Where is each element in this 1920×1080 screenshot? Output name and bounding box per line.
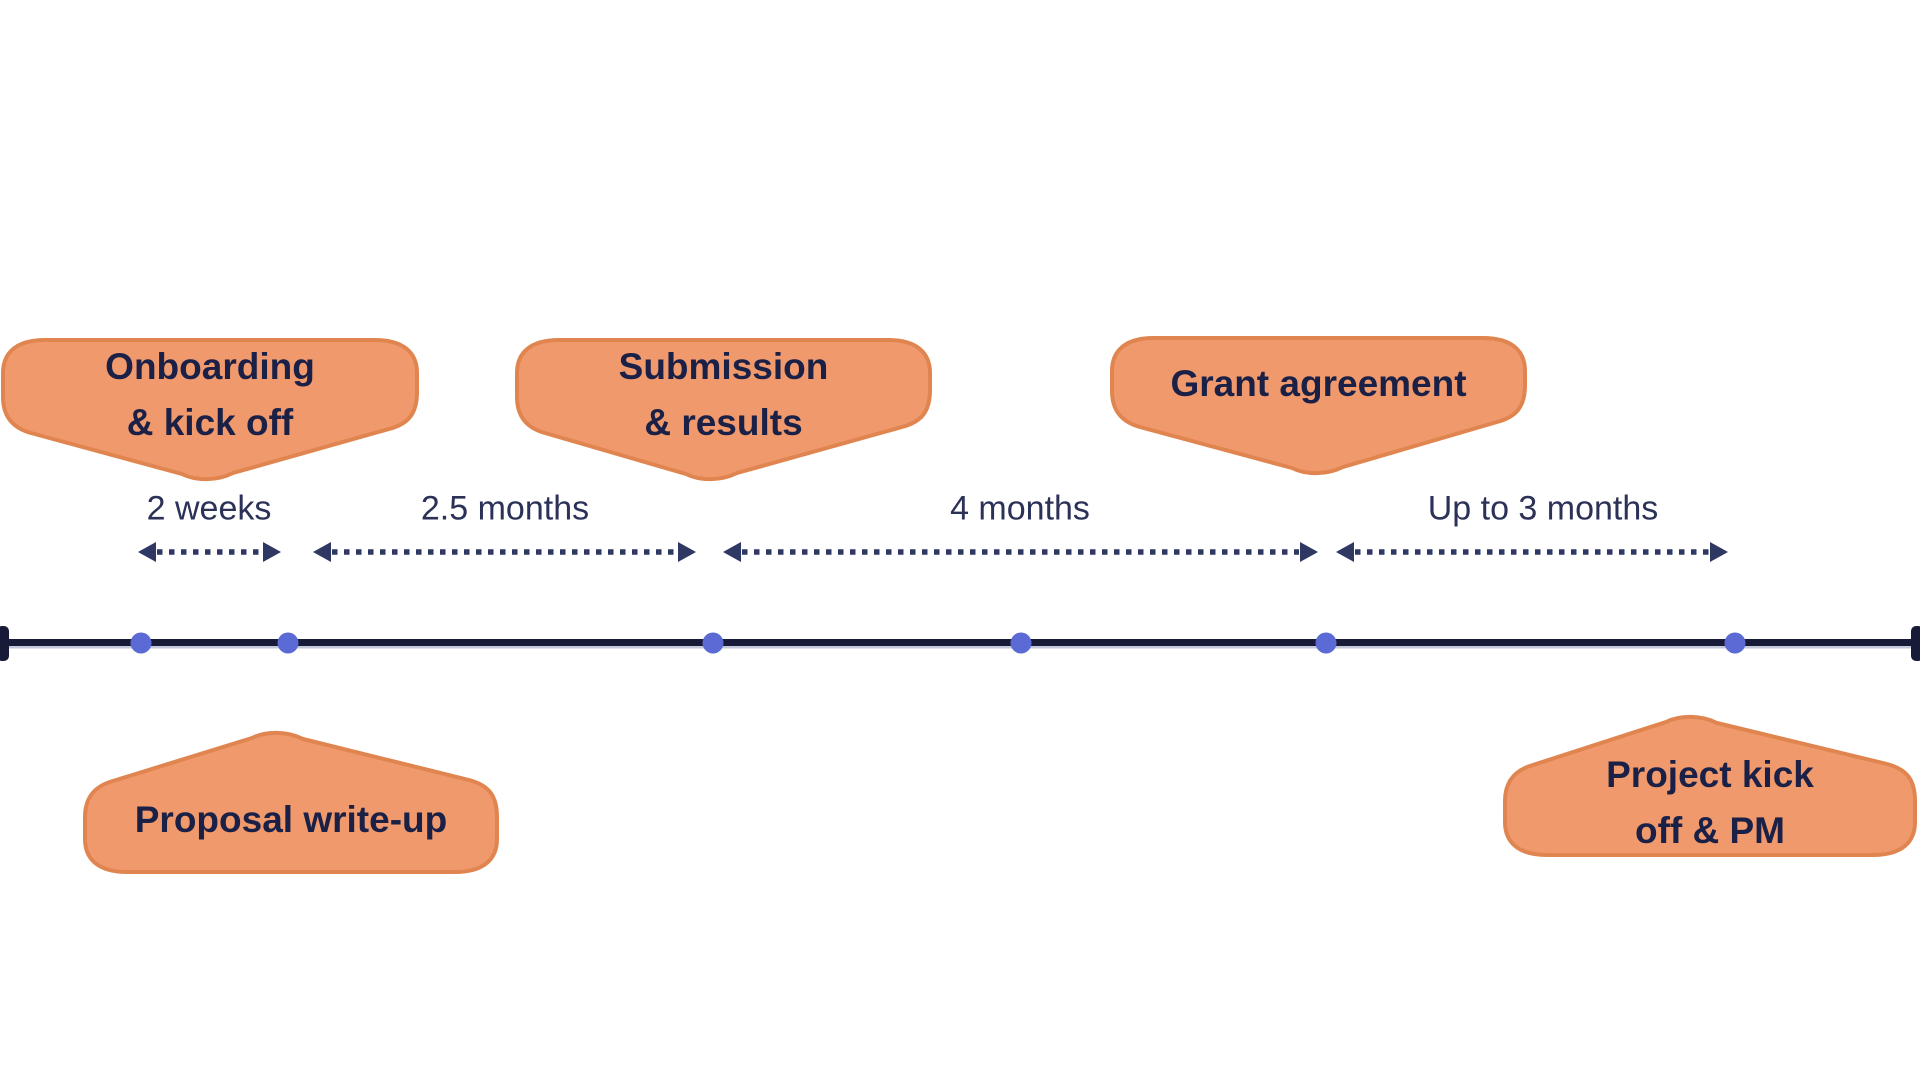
duration-arrow-2-5-months bbox=[313, 542, 696, 562]
arrow-right-head bbox=[678, 542, 696, 562]
arrow-left-head bbox=[723, 542, 741, 562]
callout-shape-submission bbox=[515, 338, 932, 482]
callout-shape-proposal bbox=[83, 730, 499, 874]
arrow-left-head bbox=[1336, 542, 1354, 562]
milestone-dot bbox=[130, 632, 152, 654]
milestone-dot bbox=[1010, 632, 1032, 654]
callout-shape-grant-agreement bbox=[1110, 336, 1527, 476]
arrow-right-head bbox=[1710, 542, 1728, 562]
arrow-left-head bbox=[313, 542, 331, 562]
timeline-right-cap bbox=[1911, 626, 1920, 661]
milestone-dot bbox=[1724, 632, 1746, 654]
timeline-underline bbox=[0, 645, 1920, 649]
milestone-dot bbox=[1315, 632, 1337, 654]
milestone-dot bbox=[702, 632, 724, 654]
arrow-left-head bbox=[138, 542, 156, 562]
milestone-dot bbox=[277, 632, 299, 654]
timeline-left-cap bbox=[0, 626, 9, 661]
arrow-right-head bbox=[263, 542, 281, 562]
duration-arrow-2-weeks bbox=[138, 542, 281, 562]
callout-shape-onboarding bbox=[1, 338, 419, 482]
arrow-right-head bbox=[1300, 542, 1318, 562]
duration-arrow-4-months bbox=[723, 542, 1318, 562]
timeline-line bbox=[0, 639, 1920, 646]
callout-shape-project-kickoff bbox=[1503, 714, 1917, 857]
duration-arrow-up-to-3-months bbox=[1336, 542, 1728, 562]
